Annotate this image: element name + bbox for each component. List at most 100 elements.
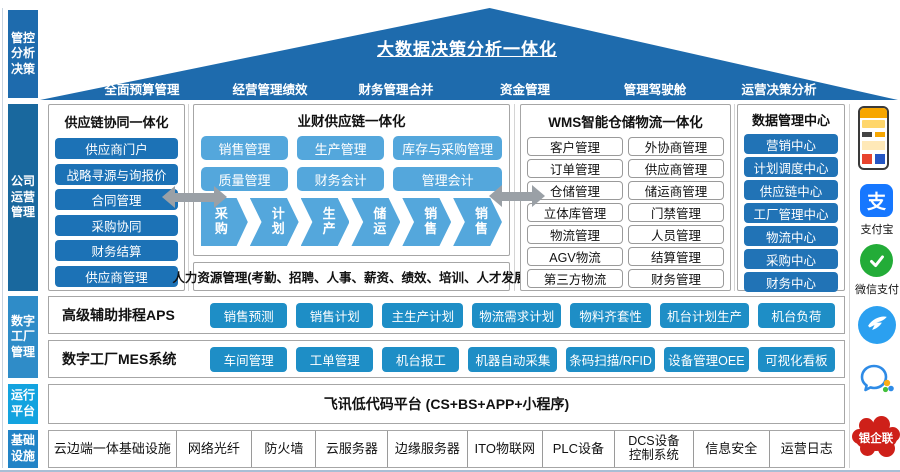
wms-cell-personnel[interactable]: 人员管理 [628, 225, 724, 244]
process-flow: 采 购 计 划 生 产 储 运 销 售 销 售 [201, 198, 502, 246]
module-chip-procure-collab[interactable]: 采购协同 [55, 214, 178, 236]
wms-cell-agv[interactable]: AGV物流 [527, 247, 623, 266]
supplier-collab-panel: 供应链协同一体化 供应商门户 战略寻源与询报价 合同管理 采购协同 财务结算 供… [48, 104, 185, 291]
sidebar-item-governance: 管控 分析 决策 [8, 10, 38, 98]
flow-step-procure: 采 购 [201, 198, 248, 246]
aps-row: 高级辅助排程APS 销售预测 销售计划 主生产计划 物流需求计划 物料齐套性 机… [48, 296, 845, 334]
roof-title: 大数据决策分析一体化 [377, 40, 557, 59]
infra-cell-ops-log[interactable]: 运营日志 [780, 440, 833, 456]
wms-cell-warehouse[interactable]: 仓储管理 [527, 181, 623, 200]
unionpay-badge: 银企联 [852, 415, 900, 460]
wms-title: WMS智能仓储物流一体化 [548, 115, 703, 130]
module-chip-procure-center[interactable]: 采购中心 [744, 249, 838, 269]
module-chip-logistics-demand-plan[interactable]: 物流需求计划 [472, 302, 562, 328]
module-chip-supplier-portal[interactable]: 供应商门户 [55, 138, 178, 159]
dingtalk-icon [858, 306, 896, 344]
wms-cell-logistics[interactable]: 物流管理 [527, 225, 623, 244]
wms-cell-outsource[interactable]: 外协商管理 [628, 137, 724, 156]
module-chip-machine-plan[interactable]: 机台计划生产 [660, 302, 749, 328]
wms-cell-finance[interactable]: 财务管理 [628, 269, 724, 288]
column-divider [849, 104, 850, 468]
module-chip-production[interactable]: 生产管理 [297, 136, 385, 160]
infra-cell-fiber[interactable]: 网络光纤 [177, 431, 253, 467]
wms-cell-access-control[interactable]: 门禁管理 [628, 203, 724, 222]
finance-supply-panel: 业财供应链一体化 销售管理 生产管理 库存与采购管理 质量管理 财务会计 管理会… [193, 104, 510, 256]
module-chip-machine-report[interactable]: 机台报工 [382, 346, 460, 372]
module-chip-finance-settle[interactable]: 财务结算 [55, 240, 178, 261]
module-chip-sales[interactable]: 销售管理 [201, 136, 289, 160]
hr-management-box: 人力资源管理(考勤、招聘、人事、薪资、绩效、培训、人才发展) [172, 262, 531, 291]
left-divider [2, 8, 3, 468]
alipay-icon: 支 [860, 184, 893, 217]
module-chip-machine-load[interactable]: 机台负荷 [757, 302, 835, 328]
module-chip-visual-board[interactable]: 可视化看板 [757, 346, 835, 372]
wms-cell-stereo-warehouse[interactable]: 立体库管理 [527, 203, 623, 222]
module-chip-logistics-center[interactable]: 物流中心 [744, 226, 838, 246]
supplier-collab-title: 供应链协同一体化 [64, 115, 169, 130]
wms-cell-third-party[interactable]: 第三方物流 [527, 269, 623, 288]
infra-cell-cloud-server[interactable]: 云服务器 [316, 431, 389, 467]
infra-cell-security[interactable]: 信息安全 [694, 431, 770, 467]
module-chip-barcode-rfid[interactable]: 条码扫描/RFID [566, 346, 655, 372]
infra-cell-dcs[interactable]: DCS设备 控制系统 [615, 431, 695, 467]
module-chip-workshop[interactable]: 车间管理 [210, 346, 288, 372]
sidebar-item-digital-factory: 数字 工厂 管理 [8, 296, 38, 378]
module-chip-sales-forecast[interactable]: 销售预测 [210, 302, 288, 328]
module-chip-supply-center[interactable]: 供应链中心 [744, 180, 838, 200]
module-chip-equipment-oee[interactable]: 设备管理OEE [663, 346, 749, 372]
module-chip-factory-center[interactable]: 工厂管理中心 [744, 203, 838, 223]
infrastructure-row: 云边端一体基础设施 网络光纤 防火墙 云服务器 边缘服务器 ITO物联网 PLC… [48, 430, 845, 468]
aps-label: 高级辅助排程APS [62, 307, 175, 323]
flow-step-store-transport: 储 运 [351, 198, 401, 246]
flow-step-produce: 生 产 [300, 198, 350, 246]
infra-cell-firewall[interactable]: 防火墙 [252, 431, 317, 467]
module-chip-contract[interactable]: 合同管理 [55, 189, 178, 210]
module-chip-supplier-mgmt[interactable]: 供应商管理 [55, 265, 178, 287]
sidebar-item-infrastructure: 基础 设施 [8, 430, 38, 468]
sidebar-item-company-ops: 公司 运营 管理 [8, 104, 38, 291]
flow-step-sell: 销 售 [402, 198, 452, 246]
data-center-panel: 数据管理中心 营销中心 计划调度中心 供应链中心 工厂管理中心 物流中心 采购中… [737, 104, 845, 292]
module-chip-master-plan[interactable]: 主生产计划 [382, 302, 464, 328]
module-chip-marketing-center[interactable]: 营销中心 [744, 134, 838, 154]
roof-label-decision: 运营决策分析 [741, 83, 817, 97]
mobile-app-preview-icon [858, 106, 889, 170]
roof-label-capital: 资金管理 [499, 83, 551, 97]
wms-cell-customer[interactable]: 客户管理 [527, 137, 623, 156]
wechat-pay-label: 微信支付 [855, 284, 899, 296]
module-chip-material-kitting[interactable]: 物料齐套性 [570, 302, 652, 328]
module-chip-finance-center[interactable]: 财务中心 [744, 272, 838, 292]
low-code-platform-box: 飞讯低代码平台 (CS+BS+APP+小程序) [48, 384, 845, 424]
infra-cell-cloud-edge[interactable]: 云边端一体基础设施 [49, 431, 177, 467]
sidebar-item-runtime-platform: 运行 平台 [8, 384, 38, 424]
double-arrow-icon [489, 185, 545, 207]
roof-label-cockpit: 管理驾驶舱 [623, 83, 687, 97]
infra-cell-plc[interactable]: PLC设备 [543, 431, 615, 467]
roof-label-finance-merge: 财务管理合并 [358, 83, 434, 97]
module-chip-financial-acct[interactable]: 财务会计 [297, 167, 385, 191]
module-chip-mgmt-acct[interactable]: 管理会计 [393, 167, 502, 191]
mes-label: 数字工厂MES系统 [62, 351, 177, 367]
infra-cell-edge-server[interactable]: 边缘服务器 [388, 431, 468, 467]
module-chip-auto-collect[interactable]: 机器自动采集 [468, 346, 558, 372]
flow-step-plan: 计 划 [249, 198, 299, 246]
unionpay-label: 银企联 [858, 433, 894, 445]
finance-supply-title: 业财供应链一体化 [297, 114, 406, 129]
module-chip-sourcing-rfq[interactable]: 战略寻源与询报价 [55, 163, 178, 185]
column-divider [734, 104, 735, 291]
alipay-label: 支付宝 [860, 224, 894, 236]
module-chip-work-order[interactable]: 工单管理 [296, 346, 374, 372]
infra-cell-ito-iot[interactable]: ITO物联网 [468, 431, 543, 467]
wms-cell-settlement[interactable]: 结算管理 [628, 247, 724, 266]
wms-cell-supplier[interactable]: 供应商管理 [628, 159, 724, 178]
roof-label-performance: 经营管理绩效 [232, 83, 308, 97]
mes-row: 数字工厂MES系统 车间管理 工单管理 机台报工 机器自动采集 条码扫描/RFI… [48, 340, 845, 378]
wms-cell-carrier[interactable]: 储运商管理 [628, 181, 724, 200]
module-chip-sales-plan[interactable]: 销售计划 [296, 302, 374, 328]
module-chip-planning-center[interactable]: 计划调度中心 [744, 157, 838, 177]
wms-cell-order[interactable]: 订单管理 [527, 159, 623, 178]
wechat-pay-icon [860, 244, 893, 277]
wms-panel: WMS智能仓储物流一体化 客户管理 外协商管理 订单管理 供应商管理 仓储管理 … [520, 104, 731, 291]
module-chip-inventory-procure[interactable]: 库存与采购管理 [393, 136, 502, 160]
